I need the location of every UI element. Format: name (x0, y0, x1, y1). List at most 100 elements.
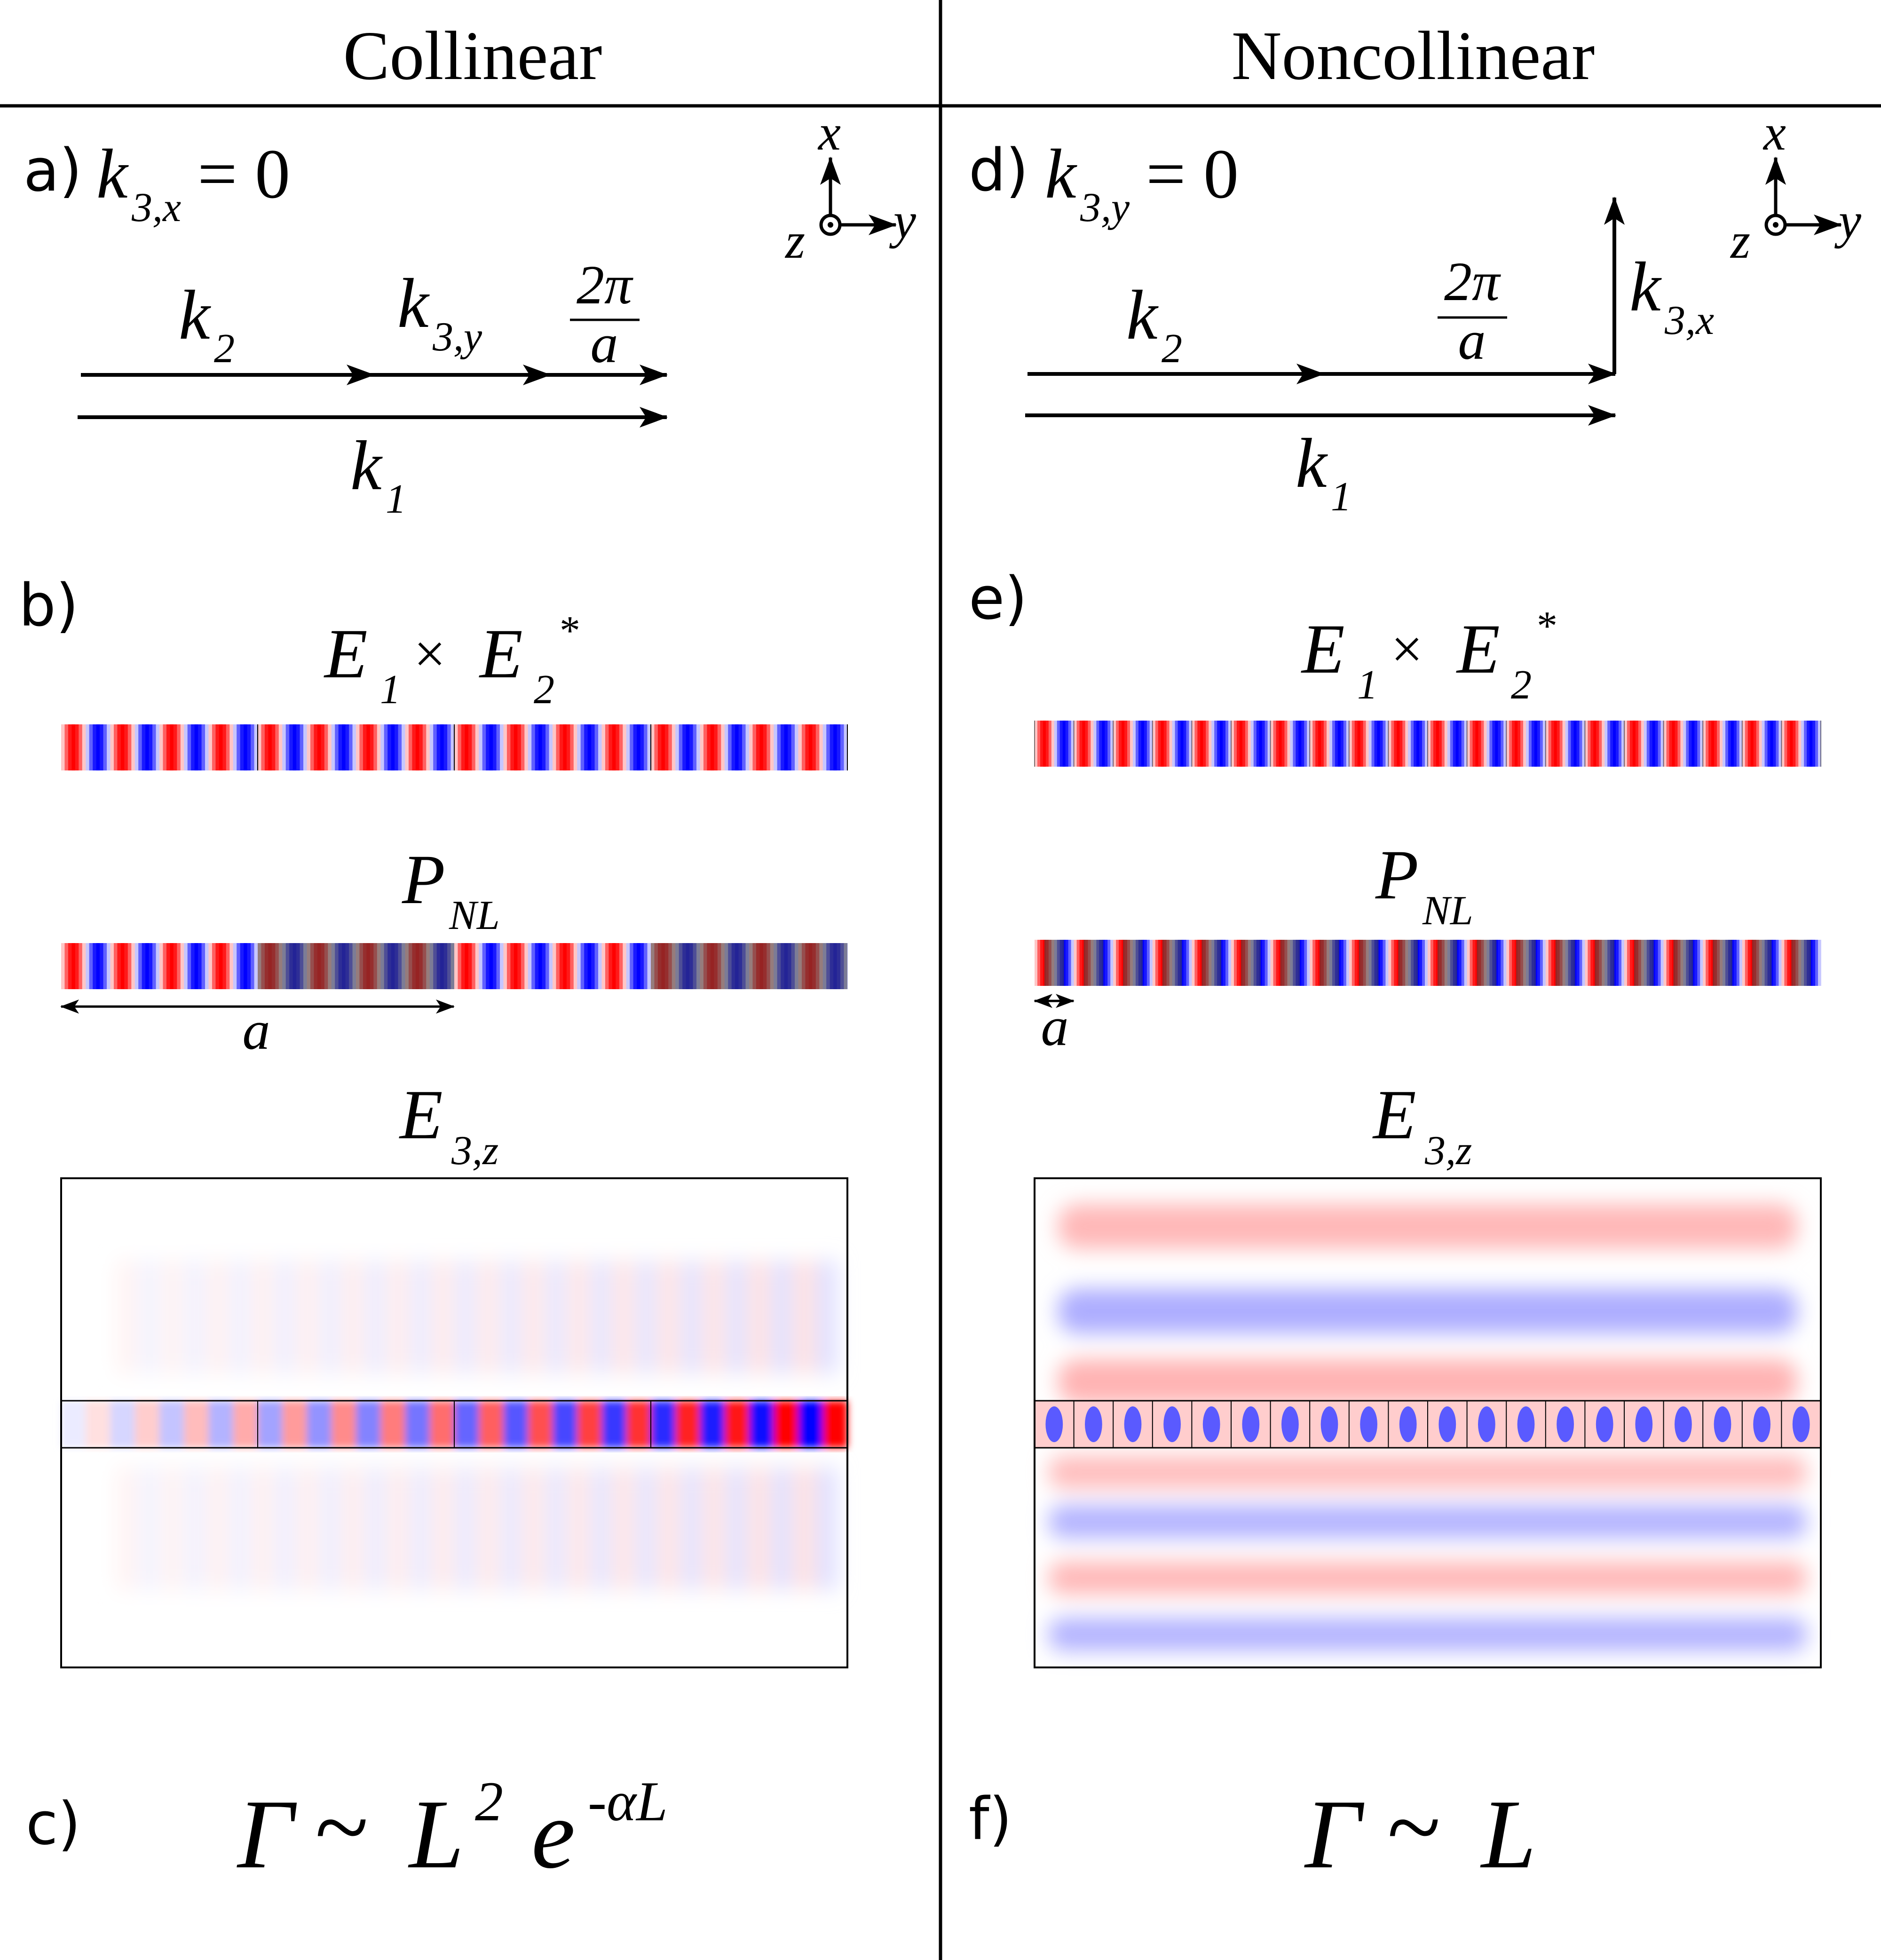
axis-x-label: x (817, 105, 841, 161)
a-denominator-2: a (1458, 309, 1486, 371)
svg-text:Γ: Γ (1304, 1780, 1365, 1889)
suppressed-block (651, 943, 847, 989)
svg-text:E: E (1372, 1076, 1416, 1154)
k3y-label: k (397, 264, 430, 342)
period-marker-right: a (1034, 994, 1075, 1057)
svg-text:e: e (531, 1780, 575, 1889)
suppressed-slot (1516, 940, 1536, 986)
period-marker-left: a (60, 1000, 455, 1061)
svg-text:2: 2 (1511, 662, 1532, 708)
svg-text:3,z: 3,z (451, 1128, 498, 1174)
e1e2-stripes-2 (1035, 721, 1821, 767)
k2-sub-2: 2 (1162, 326, 1182, 372)
panel-label-c: c) (26, 1790, 81, 1858)
e3z-label-right: E 3,z (1372, 1076, 1472, 1174)
svg-text:E: E (399, 1076, 443, 1154)
svg-text:1: 1 (1357, 662, 1378, 708)
k3y-sub: 3,y (432, 314, 482, 360)
axis-z-label: z (784, 213, 805, 269)
pnl-label-right: P NL (1375, 836, 1473, 934)
svg-text:Γ: Γ (237, 1780, 297, 1889)
field-frame (60, 1177, 848, 1668)
axis-y-label-2: y (1834, 193, 1861, 249)
e3z-label-left: E 3,z (399, 1076, 498, 1174)
svg-text:2: 2 (475, 1770, 503, 1833)
suppressed-slot (1634, 940, 1654, 986)
svg-text:NL: NL (1422, 888, 1473, 934)
svg-text:*: * (560, 608, 580, 654)
k3y-zero-sub: 3,y (1080, 185, 1130, 230)
noncollinear-vectors: k 2 2π a k 3,x k 1 (1025, 197, 1714, 520)
a-denominator: a (591, 313, 618, 374)
suppressed-slot (1280, 940, 1300, 986)
pnl-strip-collinear (61, 943, 848, 989)
suppressed-slot (1398, 940, 1418, 986)
column-title-collinear: Collinear (343, 17, 602, 95)
suppressed-slot (1752, 940, 1772, 986)
k3x-eq: = 0 (198, 135, 290, 213)
axis-x-label-2: x (1762, 105, 1786, 161)
suppressed-slot (1595, 940, 1615, 986)
suppressed-slot (1437, 940, 1457, 986)
field-map-collinear (60, 1177, 848, 1668)
svg-text:E: E (324, 615, 368, 693)
k3x-vec-label: k (1629, 248, 1662, 326)
suppressed-slot (1791, 940, 1811, 986)
k1-label-2: k (1296, 424, 1328, 502)
k1-label: k (350, 427, 383, 505)
svg-text:P: P (1375, 836, 1419, 914)
suppressed-slot (1044, 940, 1064, 986)
suppressed-slot (1241, 940, 1261, 986)
svg-text:1: 1 (380, 667, 401, 713)
panel-a-equation: k 3,x = 0 (96, 135, 290, 230)
svg-text:E: E (1301, 610, 1345, 688)
field-map-noncollinear (1034, 1177, 1822, 1668)
svg-text:P: P (402, 841, 445, 919)
k1-sub-2: 1 (1331, 474, 1351, 520)
scaling-formula-left: Γ ~ L 2 e -αL (237, 1770, 668, 1889)
suppressed-slot (1477, 940, 1497, 986)
panel-label-e: e) (969, 565, 1027, 633)
e1e2-label-right: E 1 × E 2 * (1301, 603, 1557, 708)
axes-icon-left: x y z (784, 105, 916, 269)
k2-sub: 2 (214, 326, 235, 372)
k2-label-2: k (1126, 276, 1159, 354)
k3y-zero-label: k (1045, 135, 1077, 213)
svg-text:E: E (1456, 610, 1500, 688)
panel-label-b: b) (19, 572, 79, 640)
panel-label-f: f) (969, 1785, 1012, 1853)
e1e2-strip-collinear (61, 724, 848, 770)
suppressed-slot (1555, 940, 1575, 986)
collinear-vectors: k 2 k 3,y 2π a k 1 (78, 254, 668, 522)
period-a-label: a (243, 1000, 270, 1061)
e1e2-strip-noncollinear (1034, 721, 1821, 767)
svg-text:L: L (408, 1780, 464, 1889)
pnl-label-left: P NL (402, 841, 500, 938)
svg-text:~: ~ (315, 1773, 369, 1882)
column-title-noncollinear: Noncollinear (1232, 17, 1595, 95)
two-pi-label-2: 2π (1444, 251, 1501, 312)
svg-text:×: × (414, 622, 446, 685)
k3y-zero-eq: = 0 (1146, 135, 1239, 213)
axis-y-label: y (889, 193, 916, 249)
svg-text:-αL: -αL (588, 1770, 668, 1833)
radiation (118, 1261, 836, 1590)
suppressed-slot (1713, 940, 1732, 986)
svg-text:~: ~ (1387, 1773, 1441, 1882)
svg-text:L: L (1480, 1780, 1536, 1889)
field-frame-2 (1034, 1177, 1822, 1668)
axes-icon-right: x y z (1730, 105, 1861, 269)
suppressed-slot (1673, 940, 1693, 986)
suppressed-slot (1320, 940, 1339, 986)
axis-z-label-2: z (1730, 213, 1750, 269)
k3x-label: k (96, 135, 129, 213)
k3x-vec-sub: 3,x (1664, 298, 1714, 343)
panel-d-equation: k 3,y = 0 (1045, 135, 1239, 230)
two-pi-label: 2π (577, 254, 633, 316)
suppressed-slot (1359, 940, 1379, 986)
panel-label-a: a) (24, 137, 82, 205)
svg-text:NL: NL (449, 893, 500, 938)
panel-label-d: d) (969, 137, 1028, 205)
k2-label: k (179, 276, 211, 354)
suppressed-slot (1201, 940, 1222, 986)
